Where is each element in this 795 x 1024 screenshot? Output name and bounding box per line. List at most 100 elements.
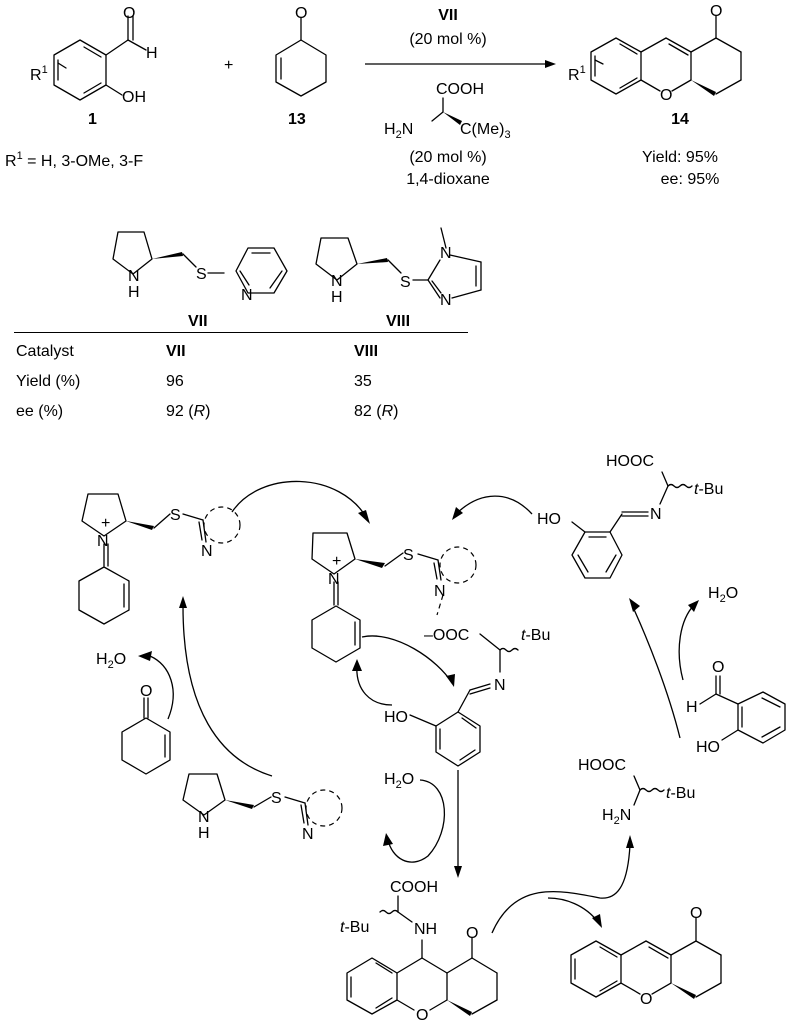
imine-top-right-structure: HOOC t-Bu N HO [537, 453, 723, 579]
water-right: H2O [708, 585, 738, 605]
ee-vii: 92 (R) [166, 403, 211, 420]
svg-text:O: O [690, 905, 702, 922]
adduct-structure: COOH t-Bu NH O O [340, 879, 498, 1024]
arrow-catalyst-condensation [182, 605, 273, 777]
catalyst-vii-structure: N H S N [112, 231, 288, 304]
catalyst-viii-structure: N H S N N [315, 227, 482, 309]
svg-text:O: O [295, 5, 307, 22]
svg-text:N: N [198, 809, 210, 826]
svg-text:H: H [331, 289, 343, 306]
aldehyde-h: H [146, 45, 158, 62]
tle-cooh: COOH [436, 81, 484, 98]
svg-text:O: O [660, 87, 672, 104]
svg-text:N: N [440, 245, 452, 262]
arrow-michael [361, 635, 453, 684]
table-header-row: Catalyst VII VIII [14, 337, 468, 367]
arrow-iminium-transfer [231, 480, 369, 521]
svg-text:COOH: COOH [390, 879, 438, 896]
reaction-arrow [365, 60, 556, 68]
r1-scope: R1 = H, 3-OMe, 3-F [5, 150, 143, 170]
svg-text:N: N [494, 677, 506, 694]
svg-text:N: N [97, 533, 109, 550]
table-row: Yield (%) 96 35 [14, 367, 468, 397]
catalyst-comparison-table: Catalyst VII VIII Yield (%) 96 35 ee (%)… [14, 332, 468, 427]
water-center: H2O [384, 771, 414, 791]
conditions-catalyst: VII [438, 7, 458, 24]
yield-viii: 35 [354, 373, 372, 390]
svg-text:HO: HO [384, 709, 408, 726]
svg-text:N: N [302, 826, 314, 843]
arrow-water-release-left [149, 655, 174, 720]
hydroxyl-label: OH [122, 89, 146, 106]
aldehyde-oxygen: O [123, 5, 135, 22]
final-product-structure: O O [570, 905, 722, 1008]
yield-vii: 96 [166, 373, 184, 390]
conditions-solvent: 1,4-dioxane [406, 171, 490, 188]
svg-text:O: O [140, 683, 152, 700]
svg-text:H: H [128, 284, 140, 301]
header-catalyst: Catalyst [16, 343, 74, 360]
svg-text:O: O [416, 1007, 428, 1024]
svg-text:O: O [640, 991, 652, 1008]
r1-label: R1 [30, 64, 48, 84]
arrow-water-release-right [678, 604, 695, 681]
svg-text:NH: NH [414, 921, 437, 938]
svg-text:S: S [271, 790, 282, 807]
svg-text:+: + [101, 515, 110, 532]
plus-sign: + [224, 57, 233, 74]
amino-acid-structure: HOOC t-Bu H2N [578, 757, 695, 827]
arrow-imine-to-catalyst [454, 495, 533, 516]
svg-text:H: H [198, 825, 210, 842]
svg-text:O: O [712, 659, 724, 676]
amino-acid-h2n: H2N [602, 807, 631, 827]
product-14-structure: O O R1 [568, 3, 742, 104]
free-catalyst-structure: N H S N [182, 773, 343, 843]
adduct-tbu: t-Bu [340, 919, 369, 936]
header-vii: VII [166, 343, 186, 360]
top-right-tbu: t-Bu [694, 481, 723, 498]
table-rule [14, 332, 468, 333]
arrow-product-formation [547, 897, 599, 923]
svg-text:O: O [466, 925, 478, 942]
product-ee: ee: 95% [661, 171, 720, 188]
carboxylate-label: –OOC [424, 627, 469, 644]
svg-text:HO: HO [537, 511, 561, 528]
arrow-hydrolysis [387, 779, 446, 863]
cyclohexenone-structure: O [121, 683, 171, 775]
arrow-amine-release [491, 844, 631, 934]
svg-text:N: N [128, 268, 140, 285]
tle-h2n: H2N [384, 121, 413, 141]
svg-text:N: N [328, 571, 340, 588]
svg-text:S: S [196, 266, 207, 283]
svg-text:N: N [241, 287, 253, 304]
header-viii: VIII [354, 343, 379, 360]
conditions-catalyst-loading: (20 mol %) [409, 31, 486, 48]
catalyst-viii-label: VIII [386, 313, 410, 330]
svg-text:S: S [403, 547, 414, 564]
compound-14-label: 14 [671, 111, 689, 128]
tle-cme3: C(Me)3 [460, 121, 511, 141]
ee-viii: 82 (R) [354, 403, 399, 420]
water-left: H2O [96, 651, 126, 671]
reactant-1-structure: O H OH R1 1 [30, 5, 158, 128]
compound-1-label: 1 [88, 111, 97, 128]
row-label-ee: ee (%) [16, 403, 64, 420]
svg-text:+: + [332, 553, 341, 570]
tert-leucine-structure [431, 97, 462, 125]
iminium-center-structure: N + S N –OOC t-Bu N HO [311, 532, 550, 767]
svg-text:N: N [201, 543, 213, 560]
reactant-13-structure: O 13 [275, 5, 327, 128]
svg-text:HOOC: HOOC [606, 453, 654, 470]
salicylaldehyde-structure: O H HO [686, 659, 786, 756]
svg-text:N: N [440, 292, 452, 309]
center-tbu: t-Bu [521, 627, 550, 644]
svg-text:S: S [400, 274, 411, 291]
product-yield: Yield: 95% [642, 149, 718, 166]
svg-text:H: H [686, 699, 698, 716]
svg-text:HO: HO [696, 739, 720, 756]
svg-text:S: S [170, 507, 181, 524]
table-row: ee (%) 92 (R) 82 (R) [14, 397, 468, 427]
catalyst-vii-label: VII [188, 313, 208, 330]
arrow-oxa [356, 663, 393, 706]
